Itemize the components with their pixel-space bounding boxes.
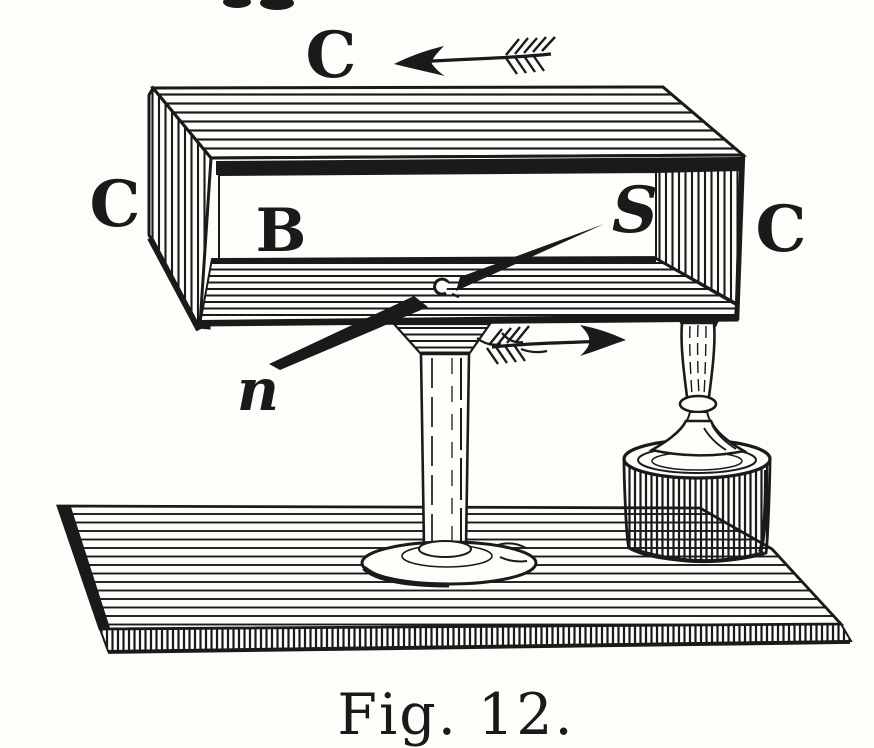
arrow-fletching-bottom xyxy=(486,344,526,365)
cropped-text-fragment xyxy=(223,0,294,10)
frame-bottom-rail xyxy=(198,258,738,326)
arrow-fletching-top xyxy=(488,325,530,346)
magnetic-needle xyxy=(269,224,604,370)
board-front-edge xyxy=(98,622,853,653)
funnel-shade xyxy=(703,424,737,451)
pedestal xyxy=(360,322,548,588)
board-bottom-edge xyxy=(107,640,851,654)
figure-caption: Fig. 12. xyxy=(337,682,574,748)
frame-left-shadow-edge xyxy=(147,236,202,332)
flange-shadow xyxy=(362,566,450,588)
label-frame: B xyxy=(256,196,307,266)
needle-pivot-tick xyxy=(451,292,460,299)
cup-right-shade xyxy=(758,469,768,553)
label-needle-south: S xyxy=(612,173,658,248)
label-wire-left: C xyxy=(90,167,141,242)
coil-frame xyxy=(147,85,748,332)
needle-pivot-ring xyxy=(433,277,450,296)
arrow-fletching-top xyxy=(505,36,556,56)
label-wire-right: C xyxy=(756,192,807,267)
frame-right-outer-edge xyxy=(734,154,746,321)
needle-south-half xyxy=(456,224,604,291)
arrow-fletching-bottom xyxy=(505,54,545,75)
current-arrow-right-icon xyxy=(486,325,626,365)
label-wire-top: C xyxy=(306,18,357,93)
board-shadow-scribbles xyxy=(494,542,528,563)
arrow-head xyxy=(394,46,445,76)
mercury-cup xyxy=(622,314,772,564)
pedestal-base-collar xyxy=(418,540,472,558)
frame-bottom-outer-edge xyxy=(199,314,737,324)
label-needle-north: n xyxy=(237,356,279,424)
board-left-edge xyxy=(58,506,110,629)
needle-north-half xyxy=(269,296,428,370)
arrow-head xyxy=(580,325,626,356)
stem-knob xyxy=(678,394,718,414)
cup-bottom-edge xyxy=(631,547,765,564)
current-arrow-left-icon xyxy=(394,36,556,76)
frame-window-top-band xyxy=(216,157,741,175)
frame-top-face xyxy=(149,85,748,160)
